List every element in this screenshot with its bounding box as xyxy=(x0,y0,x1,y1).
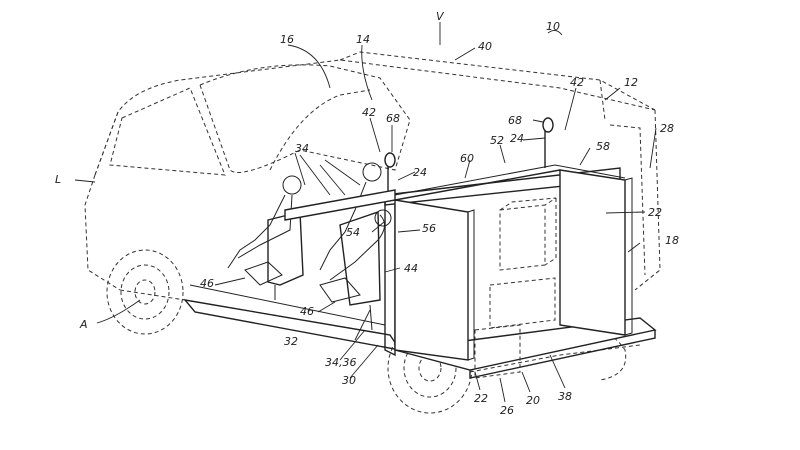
label-24-rear: 24 xyxy=(510,132,524,145)
label-68-rear: 68 xyxy=(508,114,522,127)
label-46-right: 46 xyxy=(300,305,314,318)
label-22-bottom: 22 xyxy=(474,392,488,405)
sliding-door-panel xyxy=(394,199,475,361)
label-34-top: 34 xyxy=(295,142,309,155)
label-l: L xyxy=(55,173,61,186)
label-10: 10 xyxy=(546,20,560,33)
label-34-36: 34,36 xyxy=(325,356,357,369)
label-20: 20 xyxy=(526,394,540,407)
label-24-front: 24 xyxy=(413,166,427,179)
label-26: 26 xyxy=(500,404,514,417)
label-a: A xyxy=(79,318,88,331)
label-56: 56 xyxy=(422,222,436,235)
label-40: 40 xyxy=(478,40,492,53)
label-28: 28 xyxy=(660,122,674,135)
label-18: 18 xyxy=(665,234,679,247)
light-pole-front xyxy=(384,152,396,195)
label-22-right: 22 xyxy=(648,206,662,219)
wheel-front xyxy=(106,249,184,335)
light-pole-rear xyxy=(542,117,554,168)
label-30: 30 xyxy=(342,374,356,387)
leader-lines xyxy=(74,22,657,403)
label-44: 44 xyxy=(404,262,418,275)
seat-back-partition xyxy=(284,189,396,221)
reference-labels: V 10 40 12 16 14 L 42 28 42 68 68 24 24 … xyxy=(55,10,679,417)
label-52: 52 xyxy=(490,134,504,147)
label-v: V xyxy=(436,10,445,23)
label-60: 60 xyxy=(460,152,474,165)
label-46-left: 46 xyxy=(200,277,214,290)
label-54: 54 xyxy=(346,226,360,239)
label-42-rear: 42 xyxy=(570,76,584,89)
seat-row-middle xyxy=(319,211,381,331)
label-14: 14 xyxy=(356,33,370,46)
label-38: 38 xyxy=(558,390,572,403)
label-12: 12 xyxy=(624,76,638,89)
rear-wall-panel xyxy=(559,169,633,336)
cargo-boxes xyxy=(474,197,557,379)
label-16: 16 xyxy=(280,33,294,46)
top-rail xyxy=(394,164,626,201)
seat-row-front xyxy=(244,211,304,300)
label-68-front: 68 xyxy=(386,112,400,125)
label-58: 58 xyxy=(596,140,610,153)
label-32: 32 xyxy=(284,335,298,348)
label-42-front: 42 xyxy=(362,106,376,119)
